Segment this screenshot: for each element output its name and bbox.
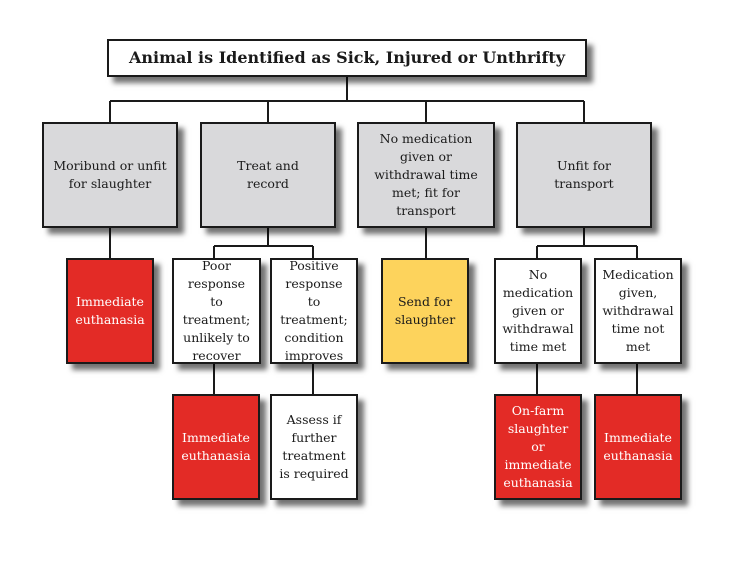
unfit-transport-text: Unfit for transport <box>554 158 614 191</box>
positive-response-text: Positive response to treatment; conditio… <box>280 258 348 363</box>
on-farm-slaughter-box: On-farm slaughter or immediate euthanasi… <box>494 394 582 500</box>
poor-response-text: Poor response to treatment; unlikely to … <box>182 258 251 363</box>
no-medication-met-box: No medication given or withdrawal time m… <box>494 258 582 364</box>
immediate-euthanasia-text-1: Immediate euthanasia <box>75 294 145 327</box>
assess-further-text: Assess if further treatment is required <box>279 412 349 481</box>
moribund-box: Moribund or unfit for slaughter <box>42 122 178 228</box>
send-slaughter-box: Send for slaughter <box>381 258 469 364</box>
immediate-euthanasia-box-2: Immediate euthanasia <box>172 394 260 500</box>
medication-given-box: Medication given, withdrawal time not me… <box>594 258 682 364</box>
medication-given-text: Medication given, withdrawal time not me… <box>602 267 674 354</box>
treat-text: Treat and record <box>237 158 299 191</box>
immediate-euthanasia-text-2: Immediate euthanasia <box>181 430 251 463</box>
no-medication-box: No medication given or withdrawal time m… <box>357 122 495 228</box>
no-medication-text: No medication given or withdrawal time m… <box>374 131 478 218</box>
send-slaughter-text: Send for slaughter <box>394 294 456 327</box>
no-medication-met-text: No medication given or withdrawal time m… <box>502 267 574 354</box>
immediate-euthanasia-box-3: Immediate euthanasia <box>594 394 682 500</box>
assess-further-box: Assess if further treatment is required <box>270 394 358 500</box>
diagram-title-text: Animal is Identified as Sick, Injured or… <box>128 48 566 67</box>
unfit-transport-box: Unfit for transport <box>516 122 652 228</box>
immediate-euthanasia-box-1: Immediate euthanasia <box>66 258 154 364</box>
diagram-title: Animal is Identified as Sick, Injured or… <box>107 39 587 77</box>
positive-response-box: Positive response to treatment; conditio… <box>270 258 358 364</box>
poor-response-box: Poor response to treatment; unlikely to … <box>172 258 261 364</box>
on-farm-slaughter-text: On-farm slaughter or immediate euthanasi… <box>503 403 573 490</box>
immediate-euthanasia-text-3: Immediate euthanasia <box>603 430 673 463</box>
moribund-text: Moribund or unfit for slaughter <box>53 158 167 191</box>
treat-box: Treat and record <box>200 122 336 228</box>
